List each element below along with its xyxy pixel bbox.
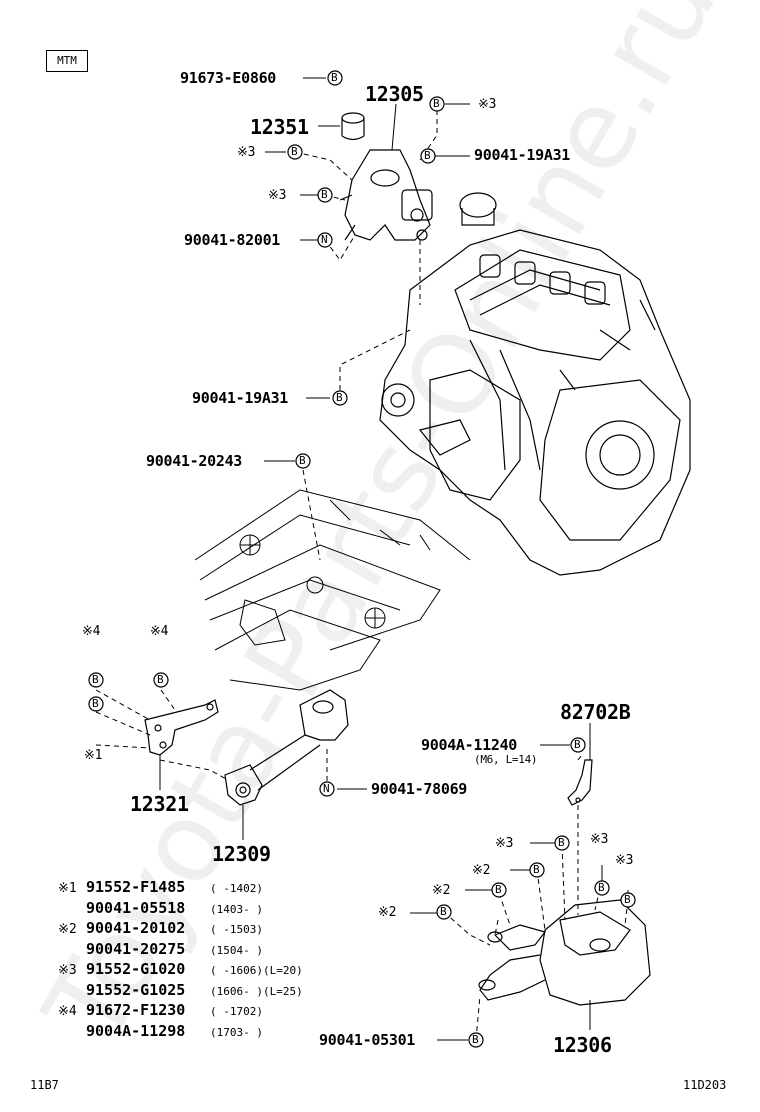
marker-b: B	[331, 71, 338, 84]
bracket-82702b	[567, 759, 593, 806]
legend-row: 91552-G1025(1606- )(L=25)	[86, 980, 303, 999]
marker-b: B	[558, 836, 565, 849]
body-floor	[194, 489, 471, 691]
bracket-12321	[144, 699, 219, 756]
callout-12351: 12351	[250, 115, 309, 139]
marker-b: B	[336, 391, 343, 404]
model-tag: MTM	[46, 50, 88, 72]
callout-91673-e0860: 91673-E0860	[180, 69, 277, 87]
note-x4: ※4	[82, 624, 101, 639]
footer-right-code: 11D203	[683, 1078, 727, 1092]
callout-9004a-11240-spec: (M6, L=14)	[474, 753, 538, 766]
callout-90041-78069: 90041-78069	[371, 780, 468, 798]
note-x3: ※3	[495, 836, 514, 851]
callout-12306: 12306	[553, 1033, 612, 1057]
callout-90041-82001: 90041-82001	[184, 231, 281, 249]
marker-b: B	[424, 149, 431, 162]
marker-b: B	[598, 881, 605, 894]
note-x3: ※3	[615, 853, 634, 868]
note-x1: ※1	[84, 748, 103, 763]
note-x2: ※2	[472, 863, 491, 878]
callout-90041-19a31-mid: 90041-19A31	[192, 389, 289, 407]
marker-b: B	[92, 697, 99, 710]
marker-b: B	[533, 863, 540, 876]
note-x2: ※2	[378, 905, 397, 920]
marker-b: B	[157, 673, 164, 686]
legend-row: 9004A-11298(1703- )	[86, 1021, 263, 1040]
note-x2: ※2	[432, 883, 451, 898]
callout-12321: 12321	[130, 792, 189, 816]
note-x3: ※3	[237, 145, 256, 160]
callout-90041-20243: 90041-20243	[146, 452, 243, 470]
note-x3: ※3	[590, 832, 609, 847]
callout-90041-19a31-top: 90041-19A31	[474, 146, 571, 164]
note-x4: ※4	[150, 624, 169, 639]
cushion-12351	[341, 112, 365, 141]
callout-82702b: 82702B	[560, 700, 631, 724]
torque-rod-12309	[224, 689, 349, 806]
lower-mount-12306	[478, 899, 651, 1006]
marker-n: N	[321, 233, 328, 246]
note-x3: ※3	[268, 188, 287, 203]
marker-b: B	[624, 893, 631, 906]
engine-assembly	[379, 192, 691, 576]
footer-left-code: 11B7	[30, 1078, 59, 1092]
marker-b: B	[574, 738, 581, 751]
marker-b: B	[291, 145, 298, 158]
marker-b: B	[472, 1033, 479, 1046]
marker-n: N	[323, 782, 330, 795]
callout-12309: 12309	[212, 842, 271, 866]
marker-b: B	[321, 188, 328, 201]
callout-12305: 12305	[365, 82, 424, 106]
marker-b: B	[299, 454, 306, 467]
callout-90041-05301: 90041-05301	[319, 1031, 416, 1049]
legend-row: 90041-20275(1504- )	[86, 939, 263, 958]
note-x3: ※3	[478, 97, 497, 112]
marker-b: B	[495, 883, 502, 896]
marker-b: B	[92, 673, 99, 686]
marker-b: B	[440, 905, 447, 918]
callout-9004a-11240: 9004A-11240	[421, 736, 518, 754]
marker-b: B	[433, 97, 440, 110]
legend-row: 90041-05518(1403- )	[86, 898, 263, 917]
upper-mount-12305	[339, 149, 433, 241]
